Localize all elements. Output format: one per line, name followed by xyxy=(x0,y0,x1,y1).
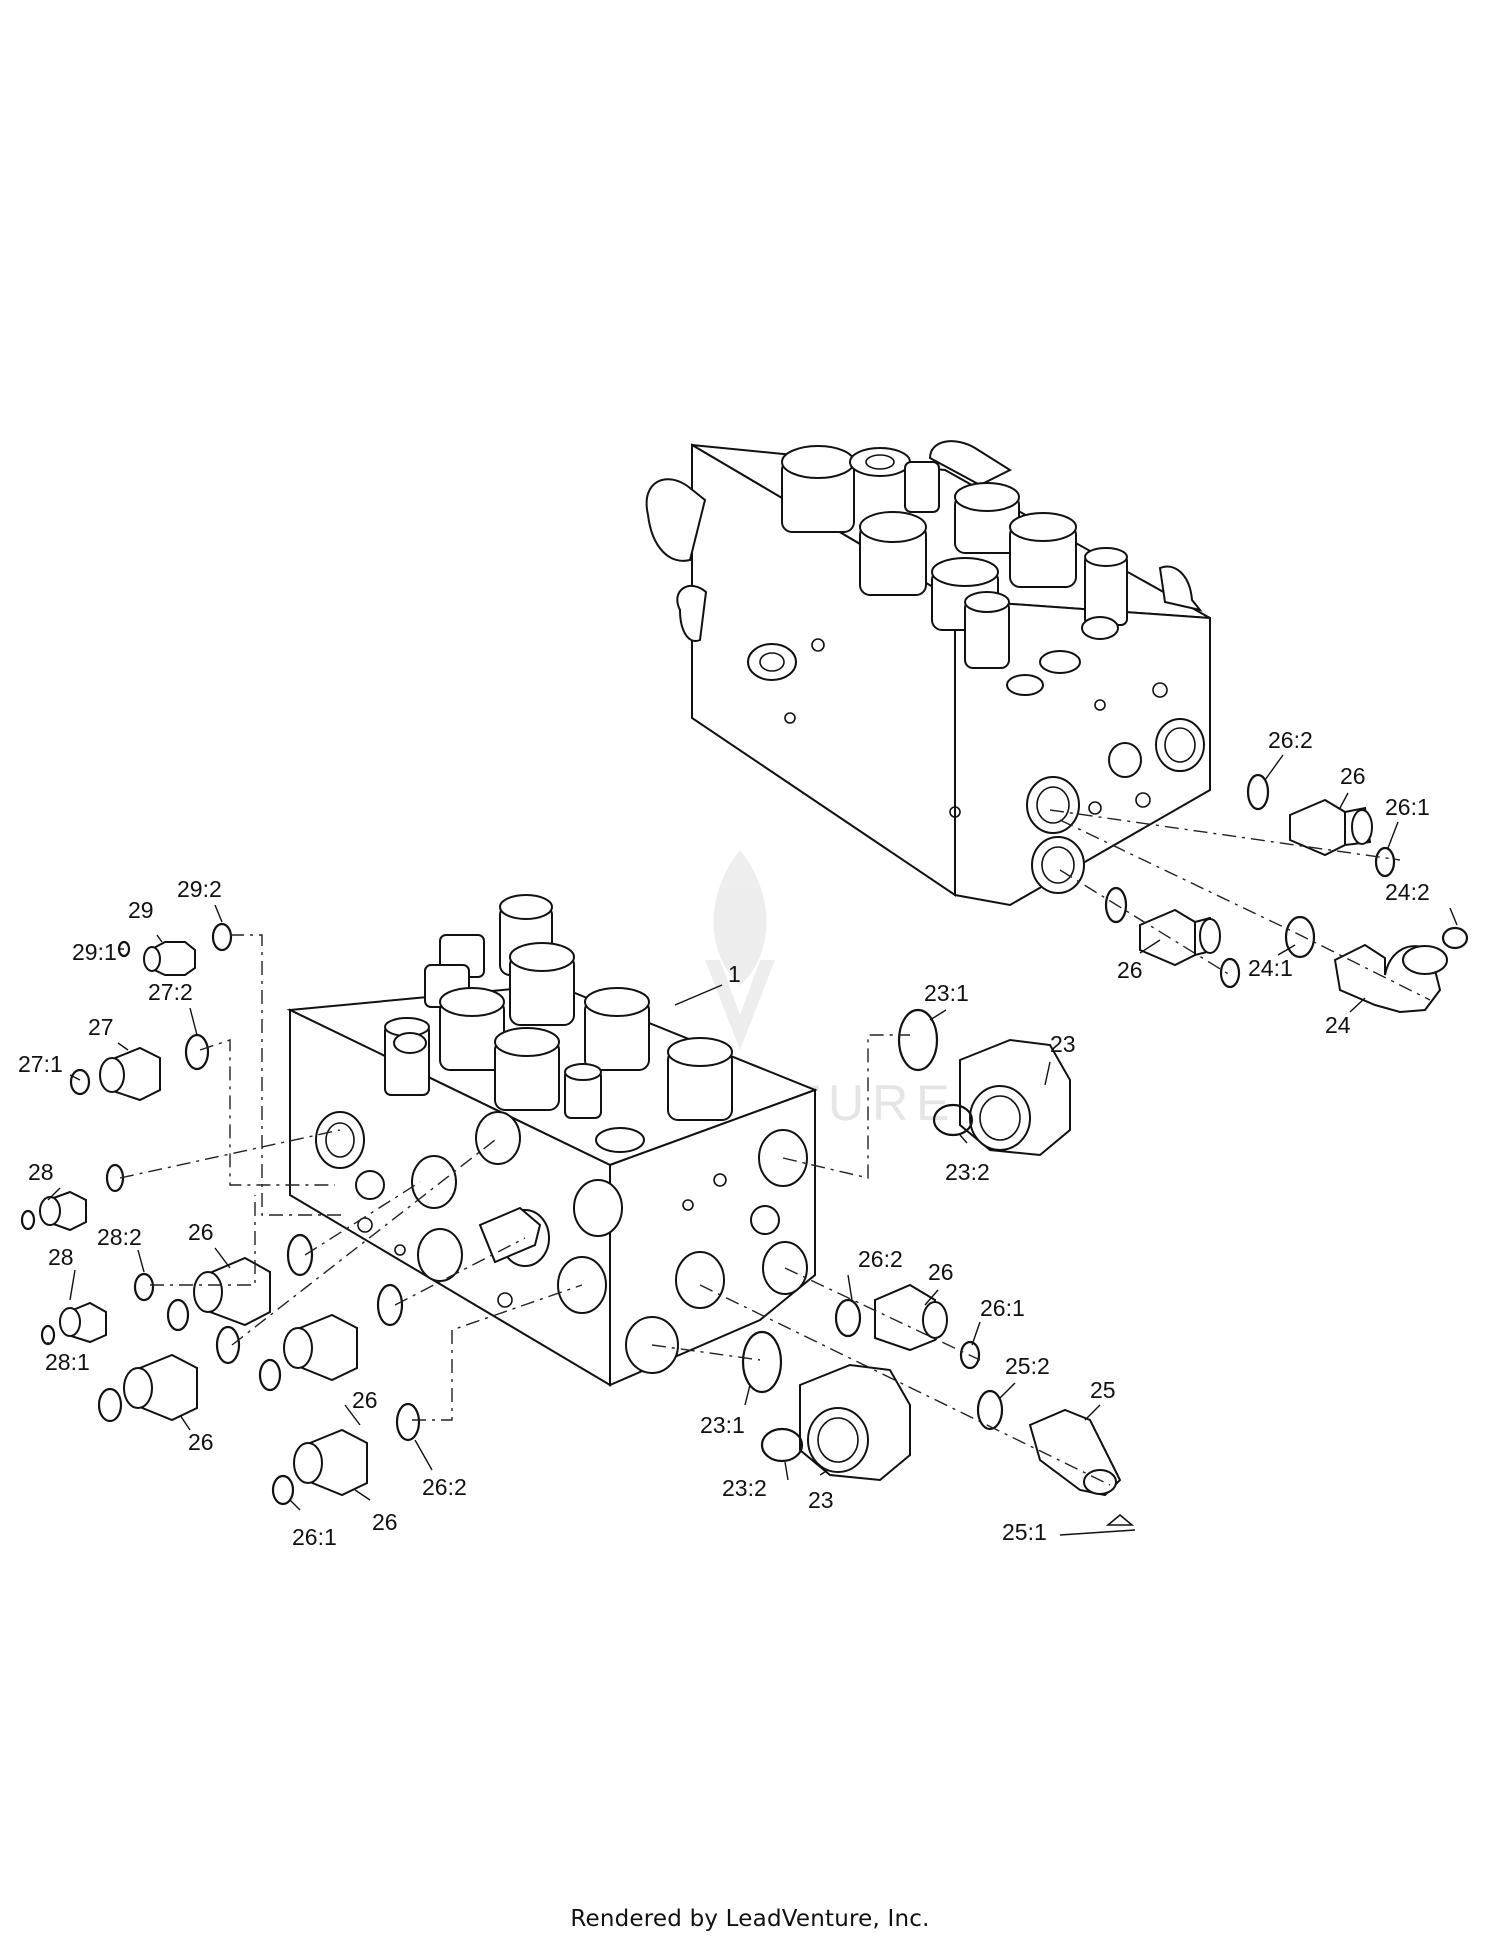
callout-28-1: 28:1 xyxy=(45,1349,90,1375)
callout-26: 26 xyxy=(188,1429,214,1455)
callout-26: 26 xyxy=(1340,763,1366,789)
upper-fitting-24-elbow xyxy=(1284,915,1469,1014)
right-assembly-line-26 xyxy=(784,1267,981,1361)
upper-assembly-line-a xyxy=(1049,809,1401,861)
upper-valve-block xyxy=(645,440,1211,907)
leader-lines xyxy=(47,754,1458,1536)
callout-23-1: 23:1 xyxy=(700,1412,745,1438)
left-assembly-line-26c xyxy=(394,1237,526,1306)
callout-27: 27 xyxy=(88,1014,114,1040)
callout-27-2: 27:2 xyxy=(148,979,193,1005)
callout-1: 1 xyxy=(728,961,741,987)
fitting-26-left-c xyxy=(258,1283,404,1392)
fitting-26-left-a xyxy=(166,1233,314,1332)
left-assembly-line-26a xyxy=(304,1181,421,1256)
left-assembly-line-26d xyxy=(412,1284,583,1421)
fitting-26-right xyxy=(834,1283,981,1370)
lower-valve-block xyxy=(286,894,818,1387)
callout-26-2: 26:2 xyxy=(1268,727,1313,753)
callout-29: 29 xyxy=(128,897,154,923)
callout-26-2: 26:2 xyxy=(422,1474,467,1500)
callout-labels: 1 26:2 26 26:1 24:2 26 24:1 24 29:2 29 2… xyxy=(18,727,1430,1550)
upper-fitting-26-b xyxy=(1104,886,1241,989)
callout-23-1: 23:1 xyxy=(924,980,969,1006)
fitting-27 xyxy=(69,1033,210,1102)
lower-cartridges xyxy=(384,894,733,1153)
callout-26: 26 xyxy=(372,1509,398,1535)
upper-cartridges xyxy=(781,445,1128,696)
fitting-23-top xyxy=(897,1008,1071,1157)
fitting-28-b xyxy=(40,1272,155,1346)
callout-26: 26 xyxy=(188,1219,214,1245)
callout-23-2: 23:2 xyxy=(945,1159,990,1185)
upper-fitting-26-a xyxy=(1246,773,1396,878)
callout-29-2: 29:2 xyxy=(177,876,222,902)
callout-25: 25 xyxy=(1090,1377,1116,1403)
callout-25-1: 25:1 xyxy=(1002,1519,1047,1545)
upper-assembly-line-c xyxy=(1059,869,1231,976)
callout-24-2: 24:2 xyxy=(1385,879,1430,905)
right-assembly-line-25 xyxy=(699,1284,1111,1486)
upper-assembly-line-b xyxy=(1059,819,1431,1001)
right-assembly-line-23-bottom xyxy=(651,1344,761,1361)
callout-27-1: 27:1 xyxy=(18,1051,63,1077)
callout-26-2: 26:2 xyxy=(858,1246,903,1272)
callout-25-2: 25:2 xyxy=(1005,1353,1050,1379)
fitting-26-left-b xyxy=(97,1325,241,1423)
left-assembly-line-29 xyxy=(230,934,345,1216)
fitting-25 xyxy=(976,1389,1135,1526)
callout-26-1: 26:1 xyxy=(980,1295,1025,1321)
callout-23: 23 xyxy=(808,1487,834,1513)
left-assembly-line-26b xyxy=(231,1139,496,1346)
callout-26: 26 xyxy=(928,1259,954,1285)
callout-26: 26 xyxy=(1117,957,1143,983)
fitting-29 xyxy=(117,922,233,976)
callout-26-1: 26:1 xyxy=(292,1524,337,1550)
callout-29-1: 29:1 xyxy=(72,939,117,965)
fitting-23-bottom xyxy=(741,1330,911,1482)
callout-24-1: 24:1 xyxy=(1248,955,1293,981)
left-assembly-line-28b xyxy=(150,1195,256,1286)
left-assembly-line-28a xyxy=(119,1129,341,1179)
callout-28-2: 28:2 xyxy=(97,1224,142,1250)
callout-28: 28 xyxy=(28,1159,54,1185)
callout-26-1: 26:1 xyxy=(1385,794,1430,820)
rendered-by-footer: Rendered by LeadVenture, Inc. xyxy=(570,1906,930,1932)
callout-24: 24 xyxy=(1325,1012,1351,1038)
fitting-26-bottom xyxy=(271,1402,421,1506)
callout-26: 26 xyxy=(352,1387,378,1413)
callout-28: 28 xyxy=(48,1244,74,1270)
callout-23-2: 23:2 xyxy=(722,1475,767,1501)
right-assembly-line-23-top xyxy=(782,1034,910,1179)
callout-23: 23 xyxy=(1050,1031,1076,1057)
